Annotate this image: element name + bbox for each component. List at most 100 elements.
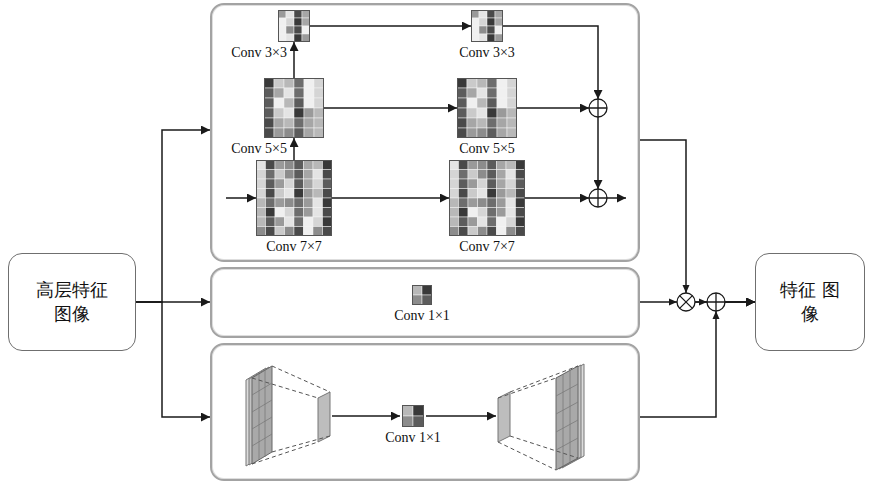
kernel-cell [412, 295, 422, 305]
kernel-cell [468, 160, 478, 170]
layer-label: Conv 1×1 [394, 308, 450, 324]
kernel-cell [459, 179, 469, 189]
kernel-cell [506, 189, 516, 199]
kernel-cell [479, 26, 487, 34]
kernel-cell [471, 18, 479, 26]
kernel-cell [285, 170, 295, 180]
kernel-cell [266, 179, 276, 189]
wire [426, 415, 496, 417]
kernel-outline [458, 79, 517, 138]
kernel-cell [516, 189, 526, 199]
kernel-cell [294, 98, 304, 108]
kernel-cell [506, 208, 516, 218]
branch-panel: Conv 3×3Conv 3×3Conv 5×5Conv 5×5Conv 7×7… [210, 3, 640, 262]
kernel-cell [497, 179, 507, 189]
connector-arrow [640, 302, 755, 417]
feature-plane [498, 392, 510, 442]
kernel-cell [487, 217, 497, 227]
output-box: 特征 图像 [755, 253, 865, 351]
kernel-cell [284, 98, 294, 108]
kernel-cell [402, 405, 413, 416]
merge-arrowheads [669, 285, 720, 319]
kernel-cell [278, 10, 286, 18]
connector-arrow [136, 130, 210, 302]
kernel-cell [313, 208, 323, 218]
kernel-cell [402, 416, 413, 427]
kernel-cell [266, 170, 276, 180]
kernel-cell [294, 217, 304, 227]
kernel-cell [294, 198, 304, 208]
kernel-cell [516, 227, 526, 237]
kernel-cell [487, 170, 497, 180]
wire [503, 26, 598, 99]
kernel-cell [516, 160, 526, 170]
wire [517, 107, 589, 109]
kernel-cell [479, 10, 487, 18]
kernel-cell [449, 189, 459, 199]
kernel-cell [497, 88, 507, 98]
kernel-cell [497, 198, 507, 208]
layer-label: Conv 5×5 [459, 141, 515, 157]
kernel-cell [449, 198, 459, 208]
add-cross [707, 293, 725, 311]
kernel-cell [294, 88, 304, 98]
kernel-cell [422, 285, 432, 295]
kernel-texture [278, 10, 310, 42]
kernel-cell [487, 160, 497, 170]
kernel-outline [403, 406, 424, 427]
kernel-cell [313, 189, 323, 199]
add-circle [707, 293, 725, 311]
kernel-cell [497, 189, 507, 199]
kernel-cell [256, 160, 266, 170]
kernel-cell [506, 198, 516, 208]
kernel-cell [516, 208, 526, 218]
arrowhead [683, 285, 690, 293]
kernel-cell [256, 189, 266, 199]
kernel-cell [304, 170, 314, 180]
kernel-cell [274, 88, 284, 98]
box-label: 特征 图像 [779, 278, 842, 327]
kernel-cell [506, 160, 516, 170]
kernel-cell [264, 128, 274, 138]
kernel-cell [294, 227, 304, 237]
kernel-cell [457, 118, 467, 128]
kernel-cell [516, 179, 526, 189]
kernel-cell [294, 78, 304, 88]
projection-lines [252, 366, 330, 464]
kernel-cell [457, 128, 467, 138]
kernel-cell [284, 128, 294, 138]
kernel-cell [412, 285, 422, 295]
kernel-cell [323, 170, 333, 180]
kernel-cell [487, 88, 497, 98]
branch-panel: Conv 1×1 [210, 267, 640, 338]
kernel-cell [285, 160, 295, 170]
kernel-cell [286, 34, 294, 42]
kernel-cell [294, 170, 304, 180]
kernel-cell [278, 26, 286, 34]
kernel-cell [286, 10, 294, 18]
kernel-cell [487, 34, 495, 42]
multiscale-wires [226, 26, 626, 198]
kernel-cell [497, 128, 507, 138]
kernel-cell [274, 98, 284, 108]
kernel-cell [477, 98, 487, 108]
kernel-cell [467, 88, 477, 98]
kernel-texture [402, 405, 424, 427]
kernel-cell [302, 34, 310, 42]
kernel-cell [487, 108, 497, 118]
kernel-cell [479, 34, 487, 42]
kernel-cell [487, 10, 495, 18]
kernel-cell [459, 208, 469, 218]
kernel-cell [497, 108, 507, 118]
kernel-cell [459, 198, 469, 208]
kernel-cell [275, 208, 285, 218]
kernel-cell [275, 227, 285, 237]
kernel-cell [457, 88, 467, 98]
kernel-cell [487, 227, 497, 237]
kernel-cell [286, 18, 294, 26]
kernel-cell [313, 198, 323, 208]
kernel-cell [285, 189, 295, 199]
kernel-cell [294, 34, 302, 42]
add-circle [589, 189, 607, 207]
